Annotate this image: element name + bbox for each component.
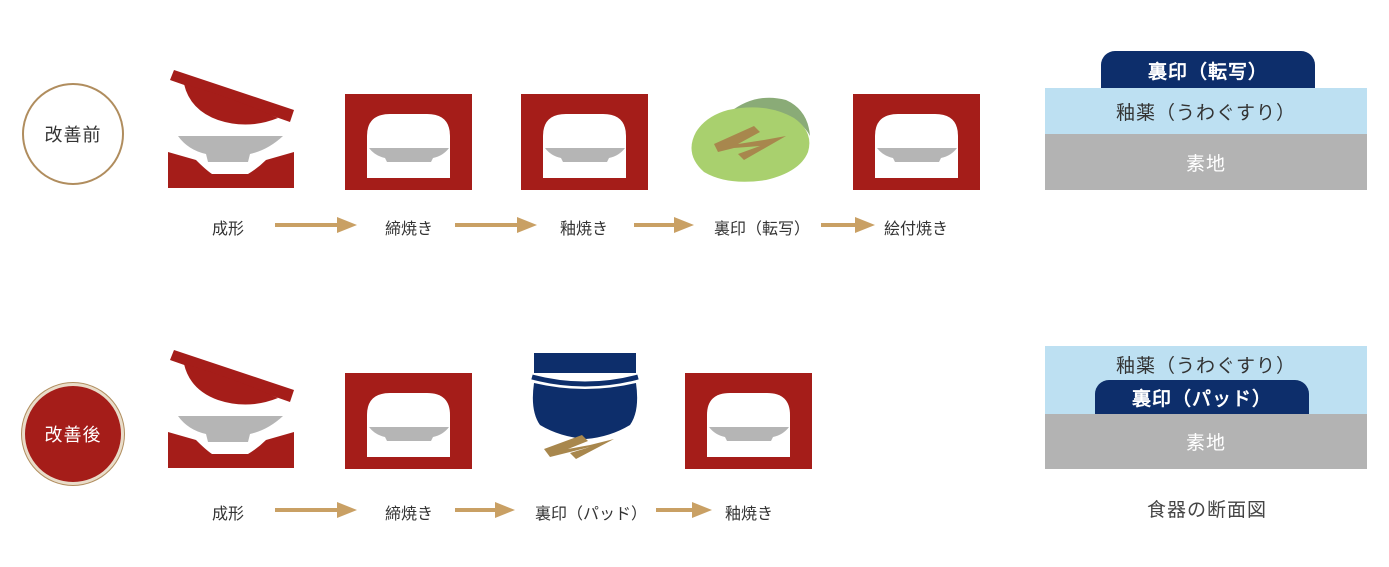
step-label: 締焼き: [384, 219, 434, 238]
kiln-icon: [853, 94, 980, 190]
layer-backstamp-pad: 裏印（パッド）: [1095, 380, 1309, 414]
forming-mold-icon: [168, 70, 294, 188]
kiln-icon: [685, 373, 812, 469]
step-label: 釉焼き: [559, 219, 609, 238]
layer-backstamp-transfer: 裏印（転写）: [1101, 51, 1315, 89]
badge-before: 改善前: [22, 83, 124, 185]
badge-after: 改善後: [22, 383, 124, 485]
kiln-icon: [521, 94, 648, 190]
step-label: 成形: [211, 219, 245, 238]
pad-stamp-icon: [531, 353, 639, 459]
cross-section-caption: 食器の断面図: [1146, 499, 1268, 521]
layer-body: 素地: [1045, 414, 1367, 469]
arrow-icon: [275, 217, 357, 233]
arrow-icon: [821, 217, 875, 233]
step-label: 成形: [211, 504, 245, 523]
arrow-icon: [455, 502, 515, 518]
step-label: 締焼き: [384, 504, 434, 523]
layer-glaze: 釉薬（うわぐすり）: [1045, 88, 1367, 134]
step-label: 裏印（パッド）: [534, 504, 648, 523]
arrow-icon: [656, 502, 712, 518]
kiln-icon: [345, 373, 472, 469]
forming-mold-icon: [168, 350, 294, 468]
step-label: 絵付焼き: [883, 219, 949, 238]
step-label: 釉焼き: [724, 504, 774, 523]
layer-body: 素地: [1045, 134, 1367, 190]
decal-transfer-icon: [691, 97, 810, 182]
kiln-icon: [345, 94, 472, 190]
arrow-icon: [634, 217, 694, 233]
arrow-icon: [455, 217, 537, 233]
arrow-icon: [275, 502, 357, 518]
step-label: 裏印（転写）: [713, 219, 811, 238]
